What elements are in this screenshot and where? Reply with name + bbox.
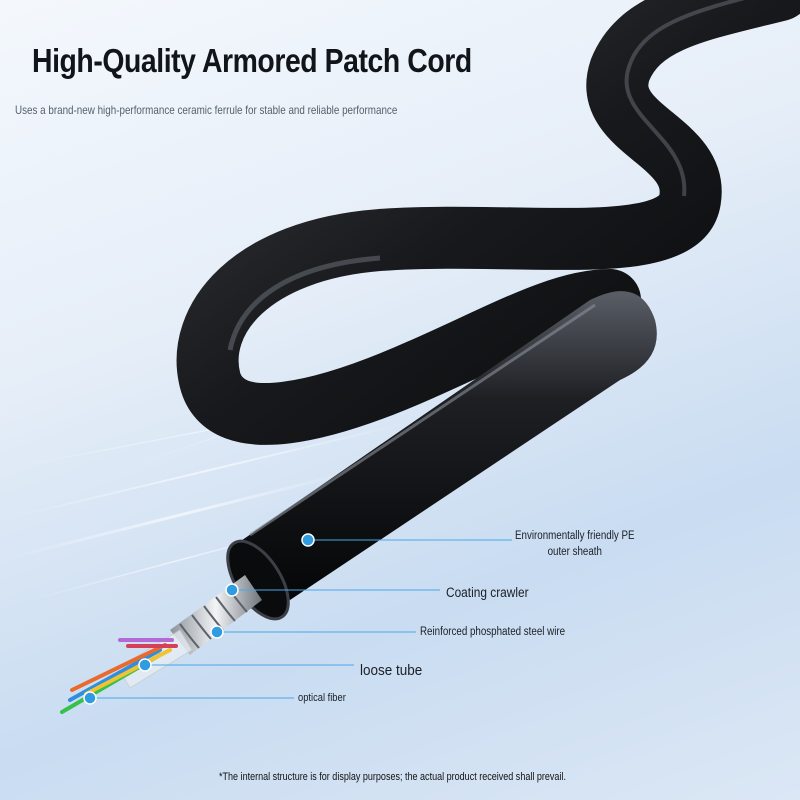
outer-sheath <box>235 291 657 600</box>
page-subtitle: Uses a brand-new high-performance cerami… <box>15 103 398 117</box>
label-pe-sheath: Environmentally friendly PE outer sheath <box>515 528 635 560</box>
label-optical-fiber: optical fiber <box>298 692 346 704</box>
page-title: High-Quality Armored Patch Cord <box>32 42 472 79</box>
label-steel-wire: Reinforced phosphated steel wire <box>420 626 566 638</box>
leader-lines <box>90 539 512 699</box>
label-pe-line1: Environmentally friendly PE <box>515 530 635 542</box>
callout-dots <box>83 533 315 705</box>
label-pe-line2: outer sheath <box>547 546 602 558</box>
coiled-cable <box>176 0 800 445</box>
disclaimer-footnote: *The internal structure is for display p… <box>219 771 566 783</box>
label-loose-tube: loose tube <box>360 662 423 679</box>
fiber-bundle <box>60 638 178 714</box>
label-coating-crawler: Coating crawler <box>446 585 529 600</box>
